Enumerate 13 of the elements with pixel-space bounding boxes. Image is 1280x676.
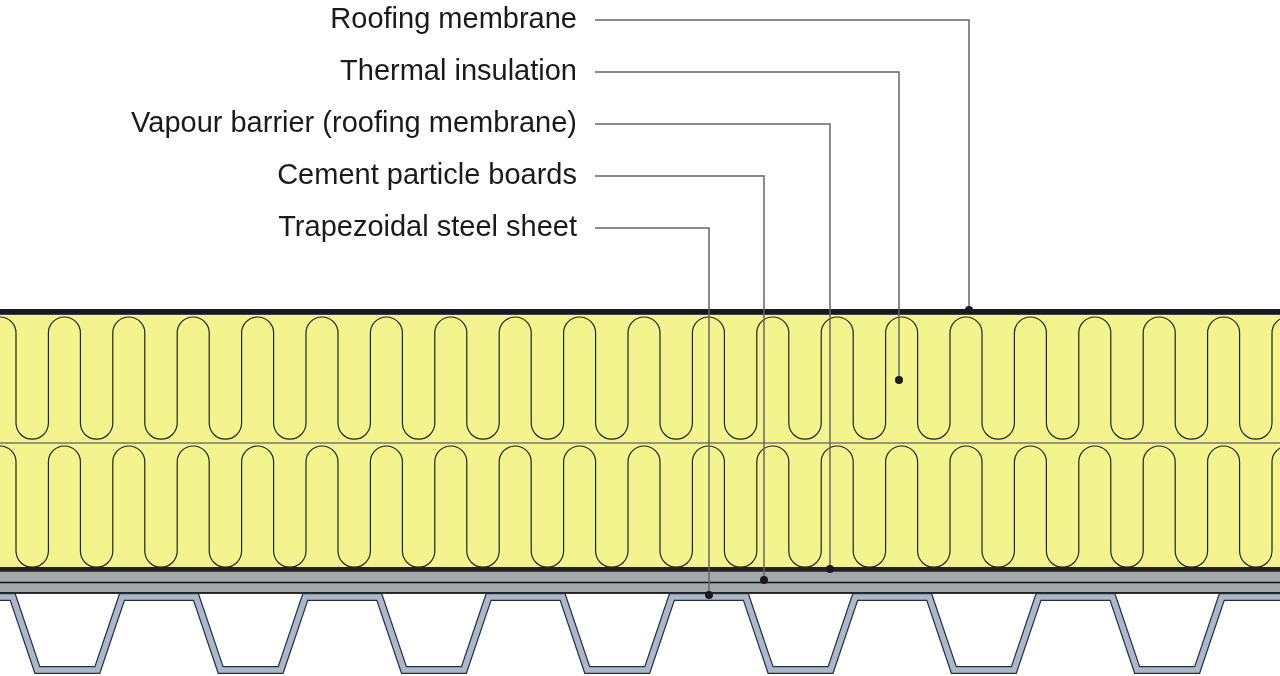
callout-label: Roofing membrane <box>330 1 595 35</box>
roofing-membrane-layer <box>0 309 1280 314</box>
callout-label: Thermal insulation <box>340 53 595 87</box>
leader-line <box>594 227 713 599</box>
leader-line <box>594 71 903 384</box>
callout-label: Vapour barrier (roofing membrane) <box>131 105 595 139</box>
trapezoidal-sheet-drawing <box>0 593 1280 676</box>
leader-line <box>594 175 768 584</box>
vapour-barrier-layer <box>0 567 1280 571</box>
callout-label: Cement particle boards <box>277 157 595 191</box>
callout-label: Trapezoidal steel sheet <box>278 209 595 243</box>
leader-line <box>594 123 834 573</box>
insulation-layer <box>0 314 1280 568</box>
